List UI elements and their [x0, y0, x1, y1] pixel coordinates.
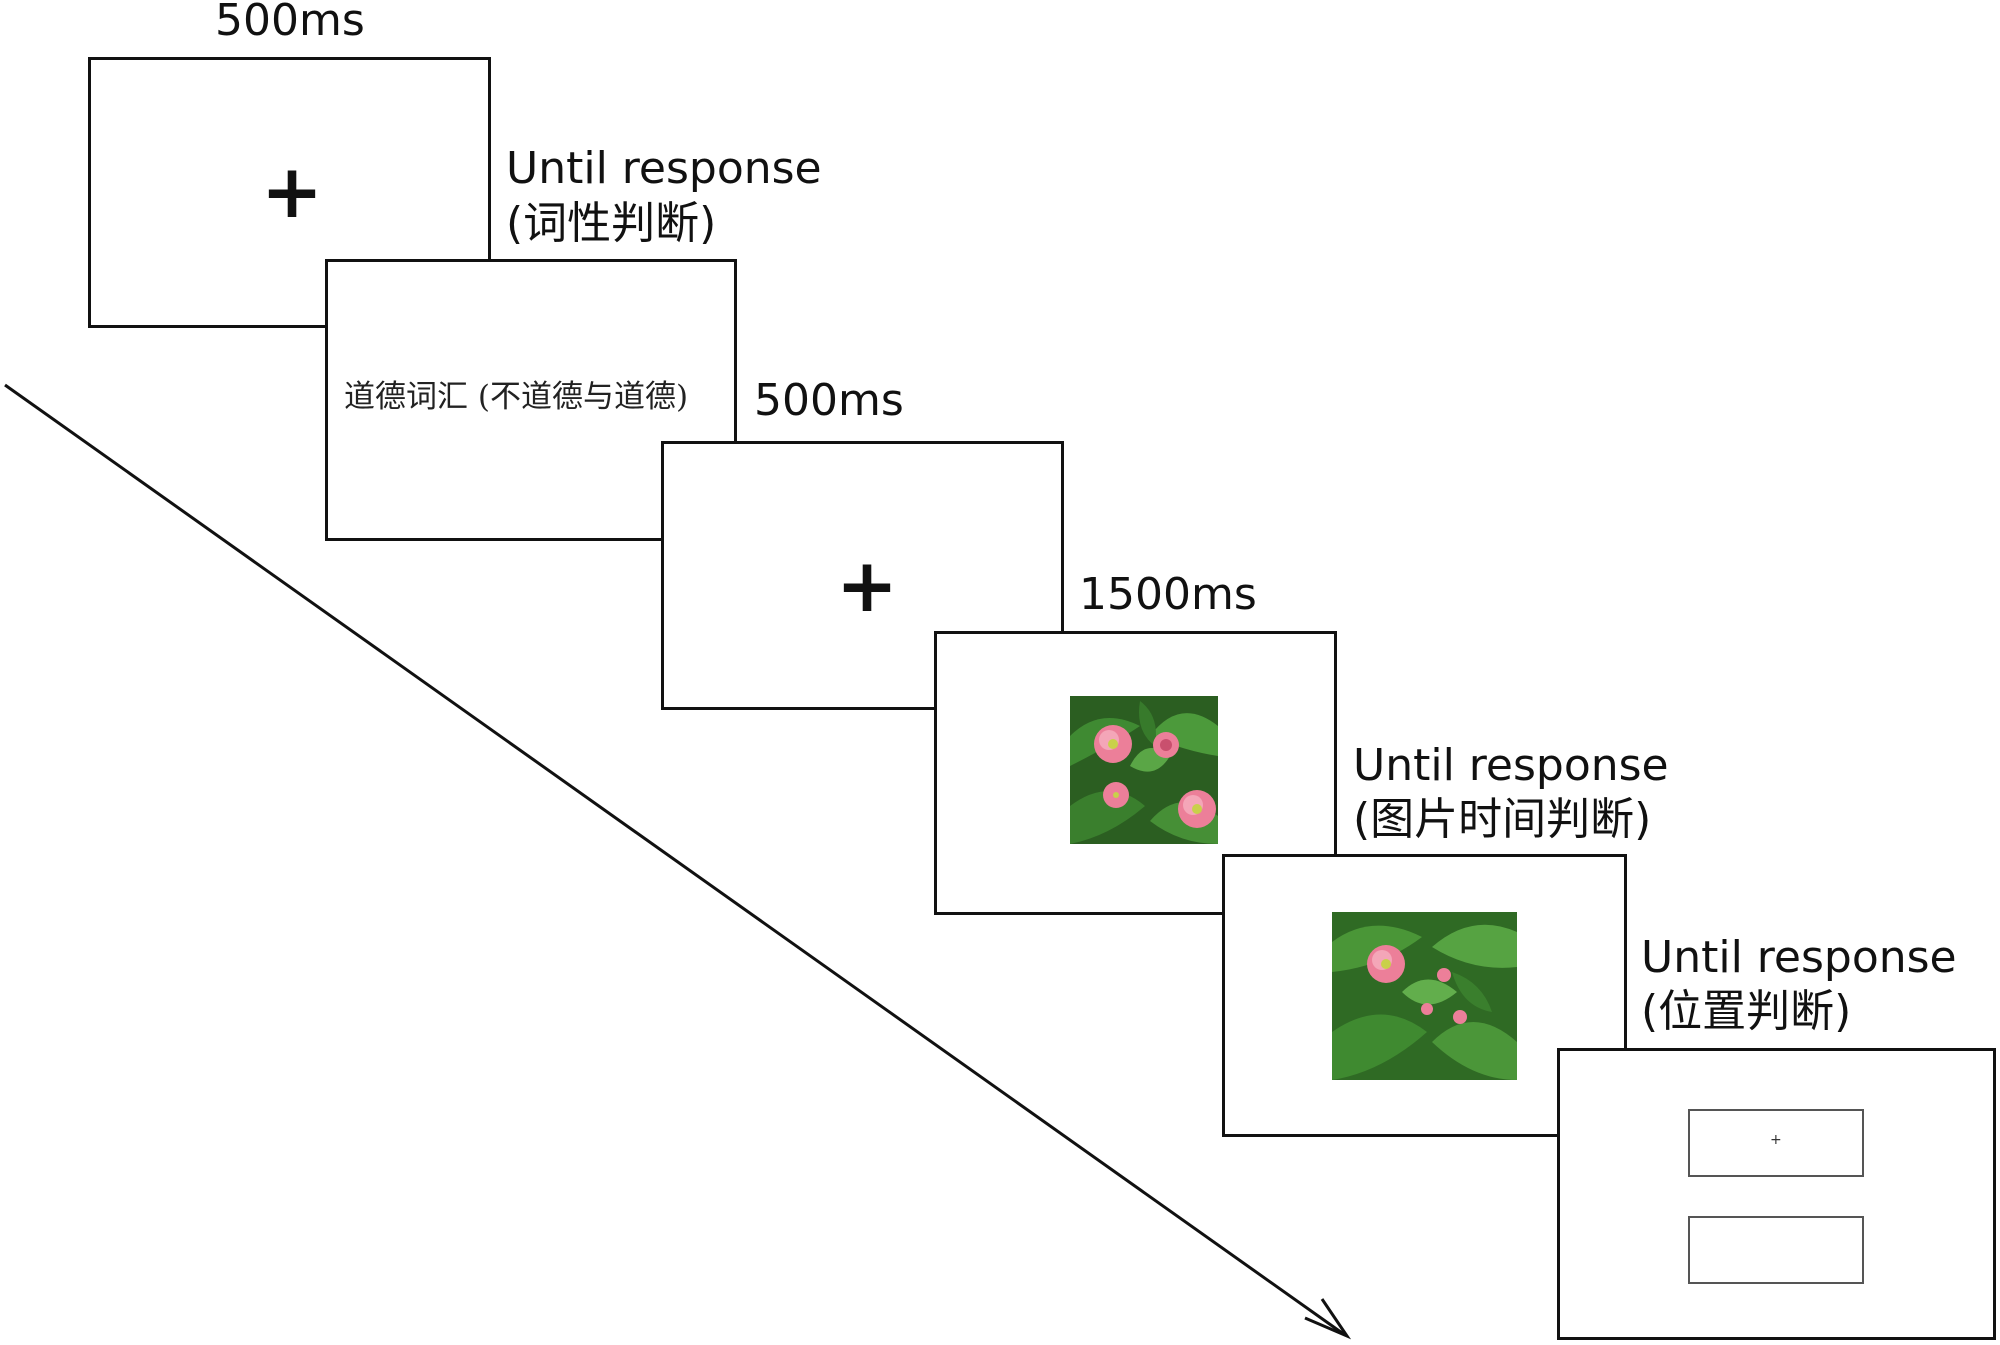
- step3-duration: 500ms: [754, 375, 904, 426]
- fixation-cross: +: [836, 543, 899, 629]
- fixation-cross: +: [261, 149, 324, 235]
- step1-duration: 500ms: [215, 0, 365, 46]
- step5-task: (图片时间判断): [1353, 794, 1652, 845]
- moral-word-stimulus: 道德词汇 (不道德与道德): [344, 379, 689, 415]
- step2-duration: Until response: [506, 143, 822, 194]
- flower-image-2: [1332, 912, 1517, 1080]
- upper-location-box: +: [1688, 1109, 1864, 1177]
- location-screen: +: [1557, 1048, 1996, 1340]
- step6-task: (位置判断): [1641, 986, 1852, 1037]
- step6-duration: Until response: [1641, 932, 1957, 983]
- step5-duration: Until response: [1353, 740, 1669, 791]
- lower-location-box: [1688, 1216, 1864, 1284]
- flower-image-1: [1070, 696, 1218, 844]
- target-marker: +: [1770, 1132, 1782, 1148]
- picture-screen-2: [1222, 854, 1627, 1137]
- step4-duration: 1500ms: [1079, 569, 1257, 620]
- step2-task: (词性判断): [506, 198, 717, 249]
